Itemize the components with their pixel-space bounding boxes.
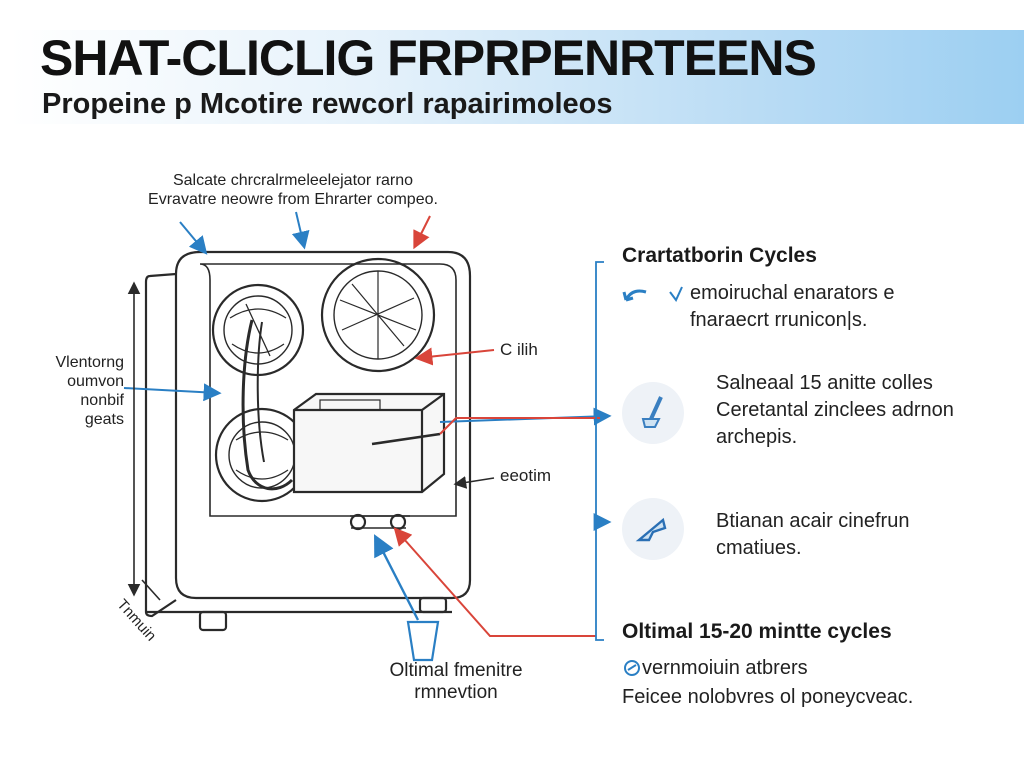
return-arrow-icon — [622, 284, 658, 311]
panel-item-line: Ceretantal zinclees adrnon — [716, 399, 954, 421]
panel-item-line: Salneaal 15 anitte colles — [716, 372, 933, 394]
panel-item-4: vernmoiuin atbrers Feicee nolobvres ol p… — [622, 654, 913, 712]
panel-heading: Crartatborin Cycles — [622, 244, 817, 267]
panel-item-1: emoiruchal enarators e fnaraecrt rrunico… — [690, 280, 895, 334]
top-callout-label: Salcate chrcralrmeleelejator rarno Evrav… — [118, 172, 468, 210]
left-callout-label: Vlentorng oumvon nonbif geats — [14, 354, 125, 430]
panel-item-line: vernmoiuin atbrers — [642, 657, 808, 679]
panel-heading-2: Oltimal 15-20 mintte cycles — [622, 620, 892, 643]
checkmark-icon — [668, 284, 686, 309]
top-callout-line: Evravatre neowre from Ehrarter compeo. — [148, 190, 438, 208]
upper-right-callout: C ilih — [500, 340, 538, 359]
panel-item-line: fnaraecrt rrunicon|s. — [690, 309, 868, 331]
panel-bracket — [595, 261, 604, 641]
panel-item-3: Btianan acair cinefrun cmatiues. — [716, 508, 909, 562]
page-subtitle: Propeine p Mcotire rewcorl rapairimoleos — [42, 88, 613, 120]
panel-item-2: Salneaal 15 anitte colles Ceretantal zin… — [716, 370, 954, 451]
panel-item-line: emoiruchal enarators e — [690, 282, 895, 304]
red-arrows — [393, 215, 600, 637]
bottom-callout-line: Oltimal fmenitre — [389, 660, 523, 681]
bottom-callout-line: rmnevtion — [414, 682, 498, 704]
left-callout-line: oumvon — [67, 372, 124, 390]
leader-lines — [127, 281, 495, 601]
left-callout-line: nonbif — [80, 391, 124, 409]
arrow-shape-icon — [622, 498, 684, 560]
panel-item-line: Feicee nolobvres ol poneycveac. — [622, 686, 914, 708]
appliance-cabinet — [144, 250, 472, 632]
panel-item-line: cmatiues. — [716, 537, 802, 559]
refresh-icon — [622, 658, 642, 683]
wrench-icon — [622, 382, 684, 444]
panel-item-line: Btianan acair cinefrun — [716, 510, 910, 532]
lower-right-callout: eeotim — [500, 466, 552, 485]
left-callout-line: Vlentorng — [55, 354, 125, 371]
panel-item-line: archepis. — [716, 426, 798, 448]
bottom-callout-label: Oltimal fmenitre rmnevtion — [356, 660, 556, 705]
left-callout-line: geats — [84, 410, 124, 428]
title-banner — [10, 30, 1024, 124]
top-callout-line: Salcate chrcralrmeleelejator rarno — [172, 172, 414, 189]
page-title: SHAT-CLICLIG FRPRPENRTEENS — [40, 30, 817, 86]
